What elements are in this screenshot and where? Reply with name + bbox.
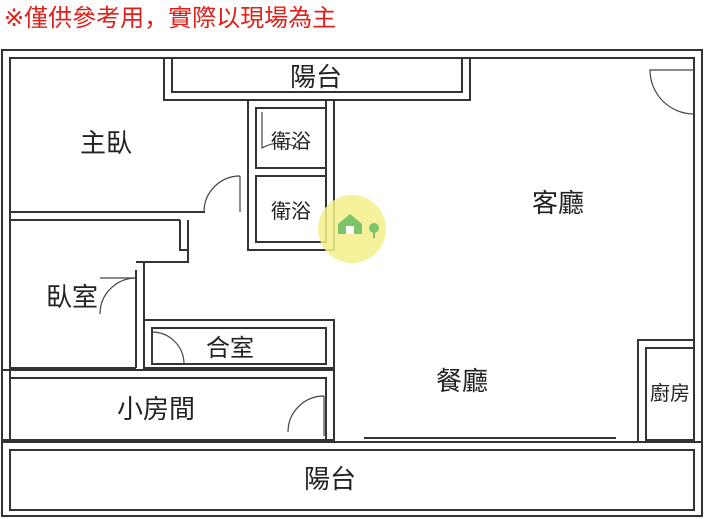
house-logo-icon bbox=[318, 195, 386, 263]
label-bathroom-2: 衛浴 bbox=[271, 199, 311, 223]
label-utility-room: 合室 bbox=[206, 334, 254, 362]
door-master-bedroom bbox=[203, 175, 241, 213]
door-bathroom-1 bbox=[261, 112, 299, 150]
bedroom-walls bbox=[10, 220, 189, 369]
master-bedroom-walls bbox=[10, 99, 250, 221]
label-living-room: 客廳 bbox=[532, 189, 584, 219]
door-small-room bbox=[287, 395, 325, 436]
small-room-walls bbox=[1, 369, 335, 441]
label-bedroom: 臥室 bbox=[46, 283, 98, 313]
door-bedroom bbox=[99, 277, 137, 315]
disclaimer-text: ※僅供參考用，實際以現場為主 bbox=[4, 4, 337, 32]
label-master-bedroom: 主臥 bbox=[80, 129, 132, 159]
label-dining-room: 餐廳 bbox=[436, 367, 488, 397]
door-entrance bbox=[649, 69, 695, 115]
label-kitchen: 廚房 bbox=[650, 381, 690, 405]
label-bathroom-1: 衛浴 bbox=[271, 129, 311, 153]
label-small-room: 小房間 bbox=[117, 395, 195, 425]
label-balcony-top: 陽台 bbox=[290, 63, 342, 93]
door-utility-room bbox=[151, 331, 185, 365]
outer-walls bbox=[1, 49, 703, 517]
doors bbox=[99, 69, 695, 436]
balcony-bottom-walls bbox=[1, 437, 703, 517]
label-balcony-bottom: 陽台 bbox=[304, 465, 356, 495]
